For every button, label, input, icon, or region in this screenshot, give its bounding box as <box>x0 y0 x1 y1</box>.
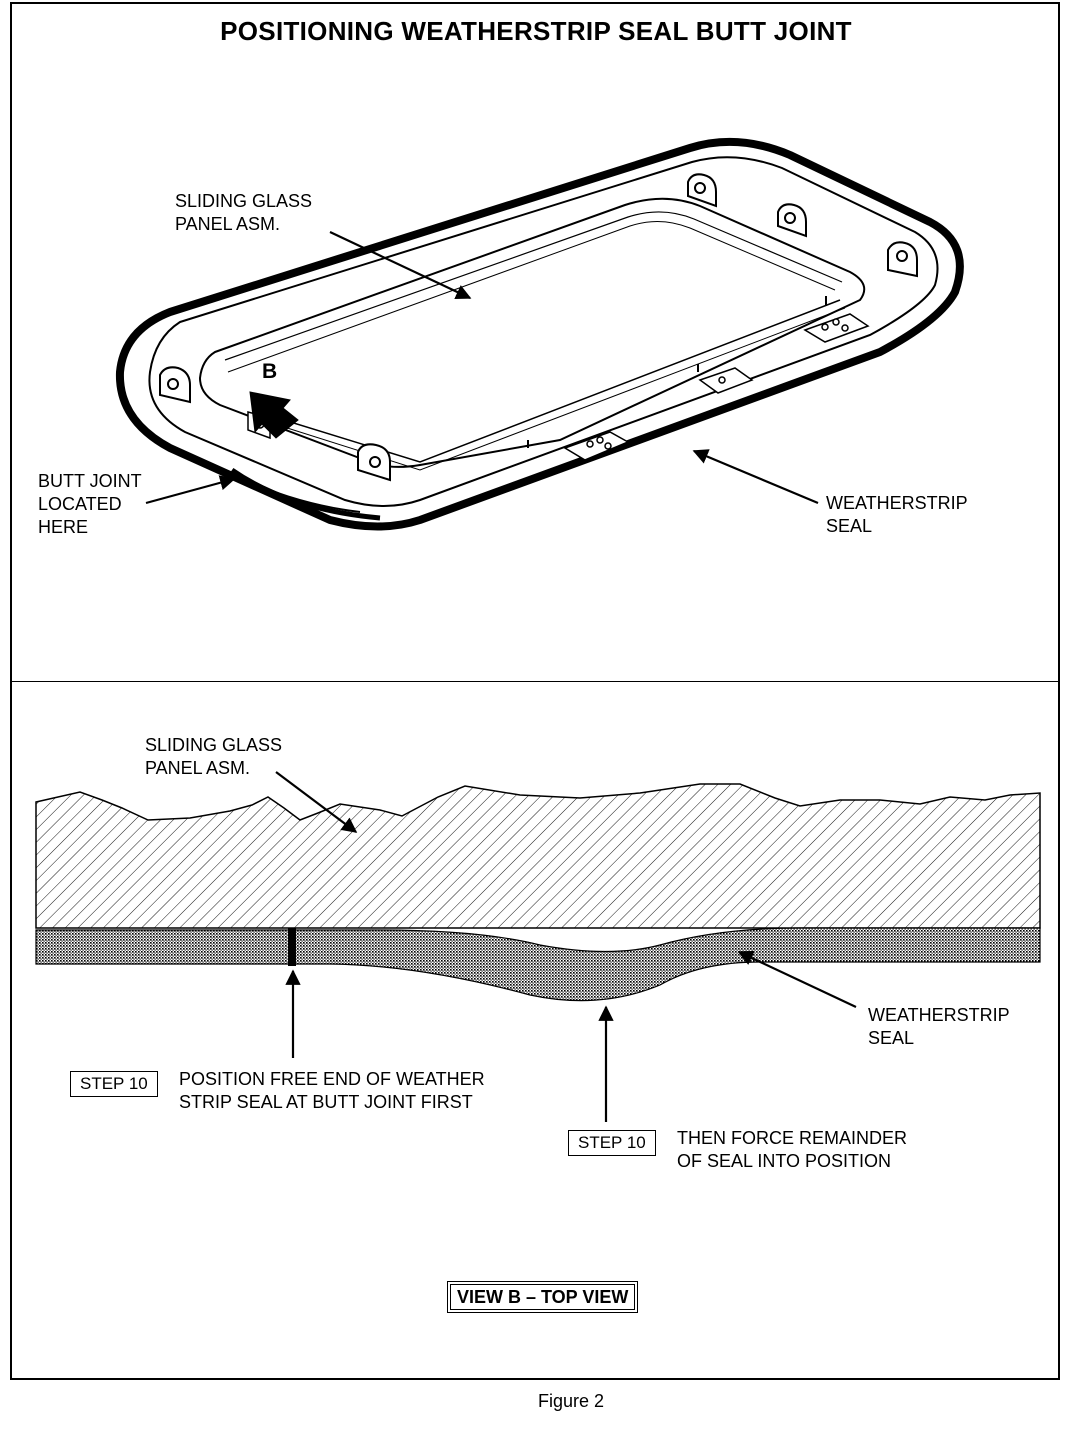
latch-brackets <box>247 313 870 461</box>
isometric-frame-drawing <box>115 137 964 531</box>
top-callout-arrows <box>145 231 819 505</box>
step-2-text: THEN FORCE REMAINDER OF SEAL INTO POSITI… <box>677 1128 908 1171</box>
outer-seal-outline <box>115 137 964 531</box>
figure-caption: Figure 2 <box>537 1391 605 1411</box>
label-butt-joint: BUTT JOINT LOCATED HERE <box>38 471 142 537</box>
glass-panel-hatched <box>35 783 1041 929</box>
label-weatherstrip-seal-bottom: WEATHERSTRIP SEAL <box>868 1005 1010 1048</box>
label-weatherstrip-seal-top: WEATHERSTRIP SEAL <box>826 493 968 536</box>
step-1-text: POSITION FREE END OF WEATHER STRIP SEAL … <box>179 1069 485 1112</box>
figure-title: POSITIONING WEATHERSTRIP SEAL BUTT JOINT <box>220 16 852 46</box>
view-b-arrow <box>249 391 299 439</box>
frame-flange <box>148 156 939 507</box>
label-sliding-glass-panel-bottom: SLIDING GLASS PANEL ASM. <box>145 735 283 778</box>
label-view-b: B <box>262 360 278 383</box>
figure-frame <box>10 2 1060 1380</box>
step-box-2: STEP 10 <box>568 1130 656 1156</box>
label-sliding-glass-panel-top: SLIDING GLASS PANEL ASM. <box>175 191 313 234</box>
frame-opening <box>198 197 866 468</box>
step-box-1: STEP 10 <box>70 1071 158 1097</box>
section-drawing <box>35 783 1041 1002</box>
mount-lugs <box>159 173 918 482</box>
bottom-callout-arrows <box>275 771 857 1122</box>
butt-joint-mark <box>288 928 296 966</box>
panel-divider <box>10 681 1060 682</box>
weatherstrip-seal-band <box>35 927 1041 1002</box>
view-b-label: VIEW B – TOP VIEW <box>446 1281 639 1313</box>
